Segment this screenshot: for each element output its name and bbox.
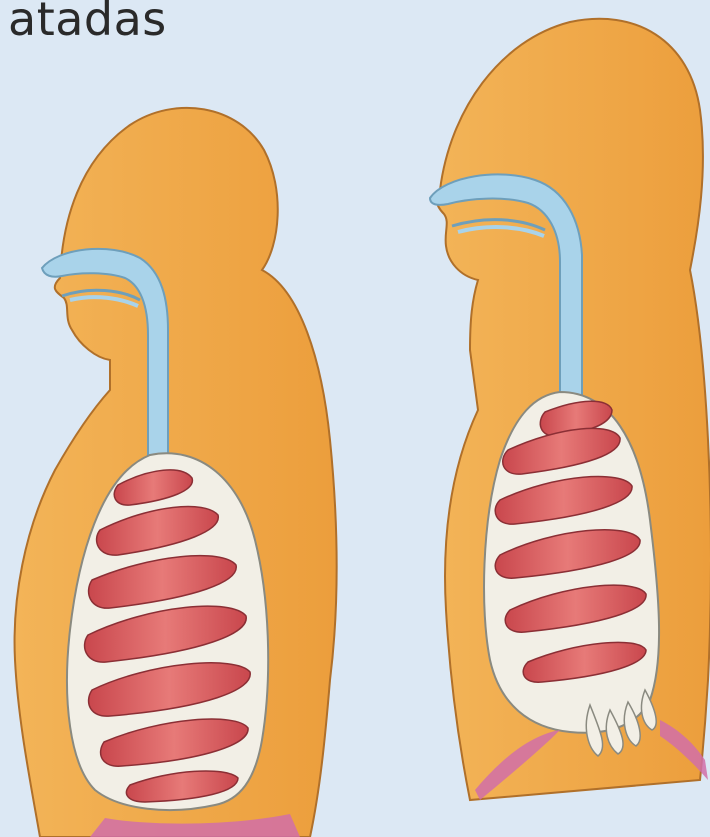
- right-torso-figure: [430, 19, 710, 800]
- left-torso-figure: [15, 108, 337, 837]
